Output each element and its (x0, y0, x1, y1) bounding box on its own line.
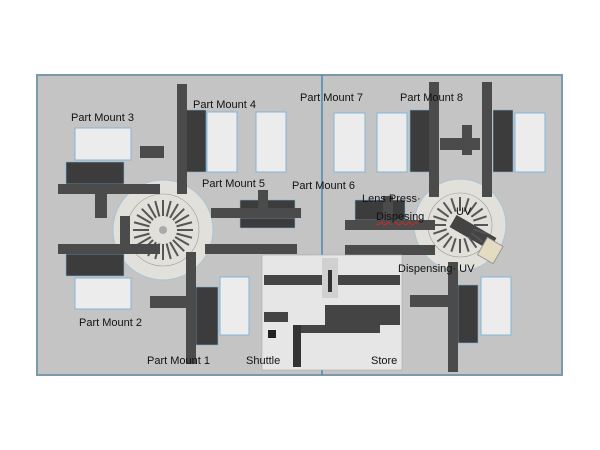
rotary-spoke (133, 221, 150, 228)
rotary-spoke (147, 203, 157, 219)
part-pads (74, 111, 546, 336)
rotary-spoke (176, 221, 193, 228)
rotary-spoke (141, 208, 154, 221)
label-dispesing: Dispesing (376, 211, 425, 223)
rotary-spoke (165, 243, 172, 260)
rotary-spoke (470, 207, 484, 218)
label-part-mount-6: Part Mount 6 (292, 180, 355, 192)
rotary-spoke (463, 238, 470, 252)
rotary-spoke (450, 238, 457, 252)
linear-arms (58, 82, 492, 372)
label-shuttle: Shuttle (246, 355, 281, 367)
rotary-spoke (169, 241, 179, 257)
rotary-spoke (174, 214, 190, 224)
controllers (65, 109, 514, 346)
rotary-spoke (442, 201, 453, 215)
rotary-spoke (433, 228, 447, 235)
shuttle-store-area (261, 254, 403, 371)
rotary-spoke (172, 208, 185, 221)
rotary-spoke (165, 200, 172, 217)
rotary-spoke (172, 239, 185, 252)
rotary-spoke (136, 214, 152, 224)
label-part-mount-1: Part Mount 1 (147, 355, 210, 367)
rotary-spoke (174, 236, 190, 246)
label-lens-press: Lens Press· (362, 193, 421, 205)
label-part-mount-3: Part Mount 3 (71, 112, 134, 124)
label-part-mount-4: Part Mount 4 (193, 99, 256, 111)
label-uv: UV (456, 206, 472, 218)
rotary-spoke (433, 215, 447, 222)
rotary-spoke (436, 232, 450, 243)
rotary-spoke (473, 215, 487, 222)
rotary-spoke (133, 232, 150, 239)
label-store: Store (371, 355, 398, 367)
rotary-spoke (169, 203, 179, 219)
label-dispensing-uv: Dispensing· UV (398, 263, 475, 275)
rotary-spoke (136, 236, 152, 246)
label-part-mount-2: Part Mount 2 (79, 317, 142, 329)
rotary-spoke (154, 200, 161, 217)
rotary-spoke (473, 228, 487, 235)
rotary-spoke (176, 232, 193, 239)
rotary-spoke (436, 207, 450, 218)
rotary-spoke (442, 235, 453, 249)
rotary-spoke (450, 198, 457, 212)
rotary-spoke (470, 232, 484, 243)
rotary-spoke (463, 198, 470, 212)
rotary-spoke (467, 201, 478, 215)
rotary-spoke (467, 235, 478, 249)
right-rotary-table (413, 178, 507, 272)
label-part-mount-5: Part Mount 5 (202, 178, 265, 190)
label-part-mount-7: Part Mount 7 (300, 92, 363, 104)
label-part-mount-8: Part Mount 8 (400, 92, 463, 104)
